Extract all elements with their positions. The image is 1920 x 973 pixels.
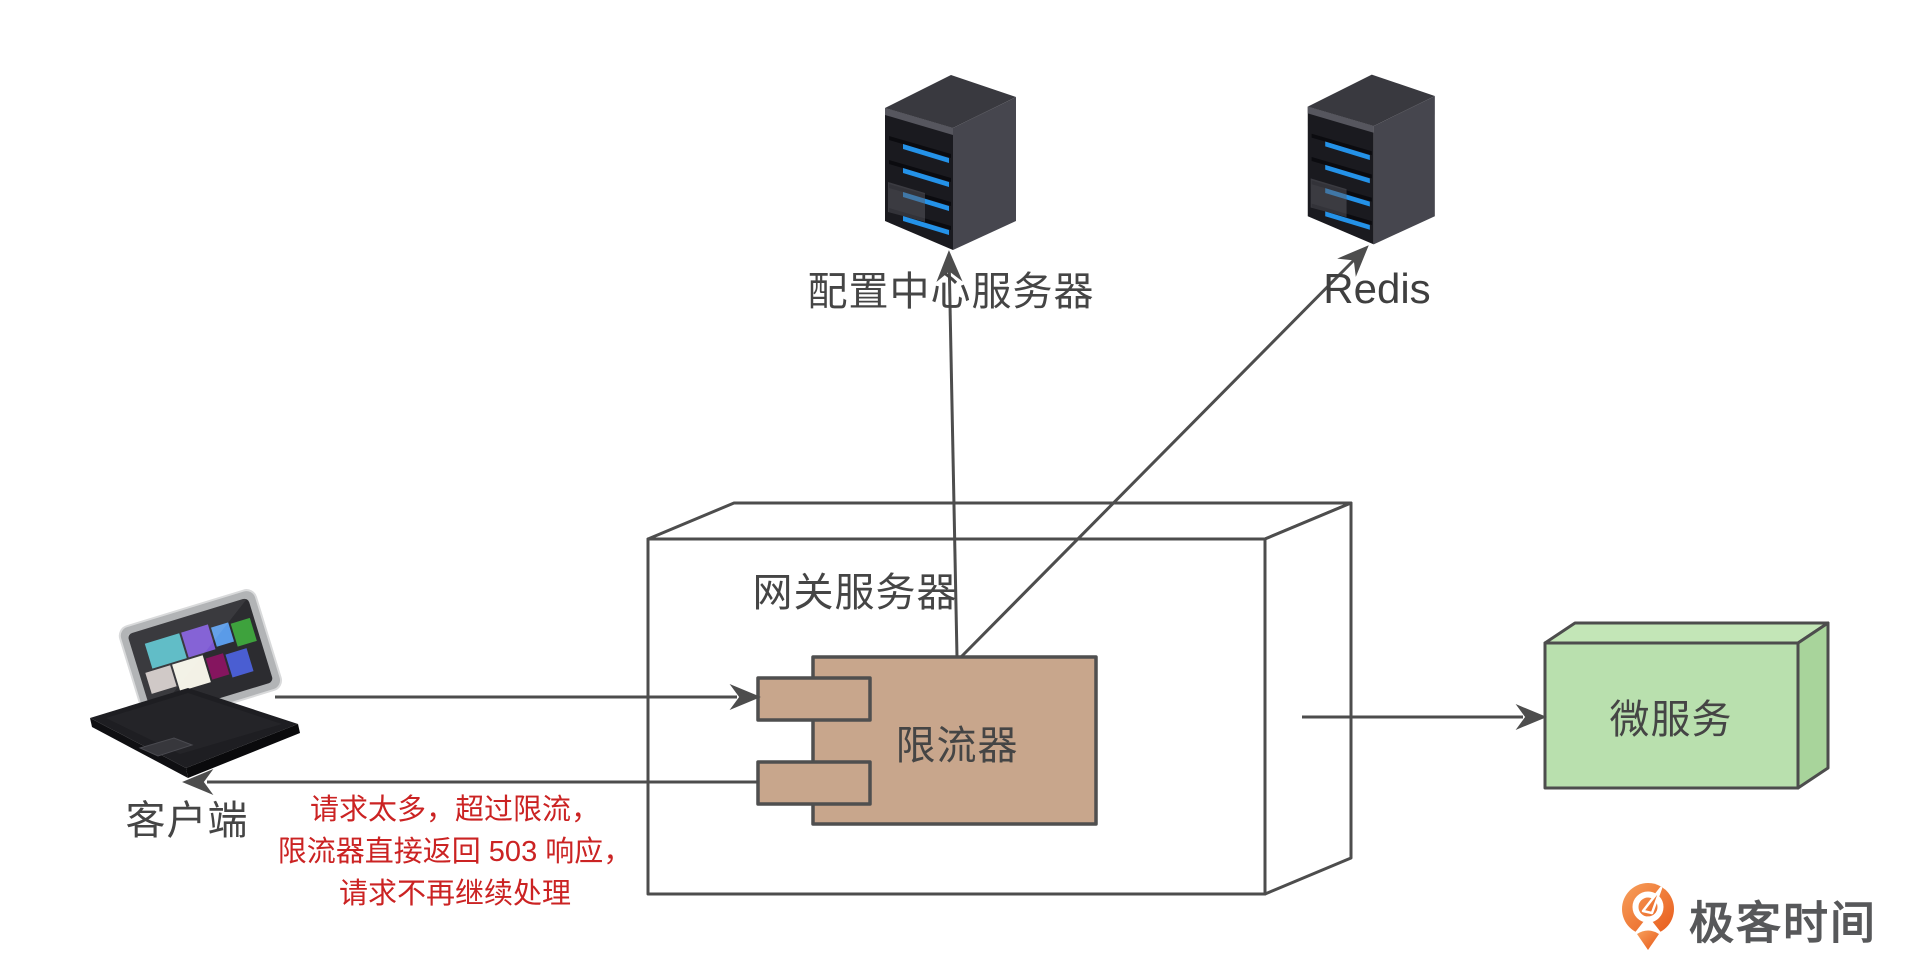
note-line-3: 请求不再继续处理: [338, 878, 571, 910]
rate-limiter-label: 限流器: [895, 724, 1019, 768]
redis-server-icon: [1307, 74, 1435, 245]
arrow-limiter-to-config-server: [936, 250, 963, 658]
redis-label: Redis: [1323, 265, 1431, 312]
note-line-1: 请求太多，超过限流，: [309, 794, 600, 826]
arrow-client-to-limiter: [275, 684, 761, 710]
rate-limit-note: 请求太多，超过限流， 限流器直接返回 503 响应， 请求不再继续处理: [278, 789, 633, 915]
config-server-label: 配置中心服务器: [807, 270, 1095, 314]
client-label: 客户端: [125, 799, 249, 843]
client-laptop-icon: [90, 589, 300, 778]
config-server-icon: [885, 75, 1016, 250]
limiter-port-top: [756, 676, 872, 722]
microservice-label: 微服务: [1609, 698, 1733, 742]
arrow-limiter-to-redis: [959, 245, 1369, 659]
gateway-label: 网关服务器: [752, 571, 958, 615]
geektime-logo-text: 极客时间: [1689, 897, 1878, 949]
note-line-2: 限流器直接返回 503 响应，: [277, 836, 633, 868]
limiter-port-bottom: [756, 760, 872, 806]
geektime-logo-icon: [1622, 883, 1674, 950]
arrow-limiter-to-client: [182, 769, 758, 795]
rate-limiter-box: [756, 655, 1098, 826]
microservice-box: [1543, 621, 1830, 790]
arrow-gateway-to-microservice: [1302, 704, 1547, 730]
